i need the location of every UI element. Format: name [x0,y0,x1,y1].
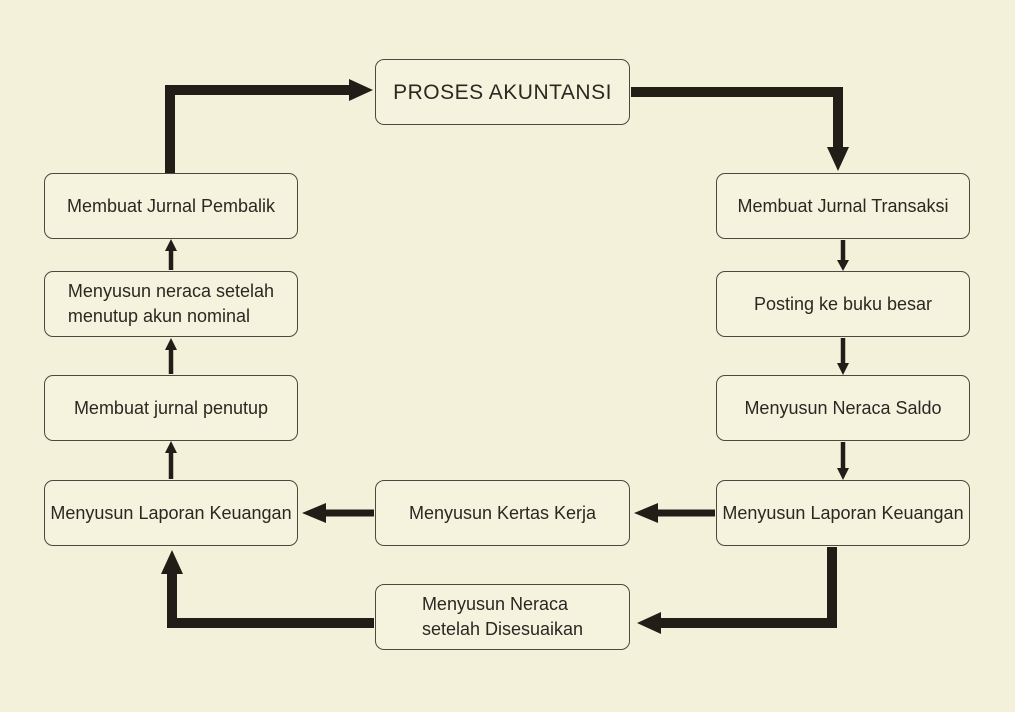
node-label: PROSES AKUNTANSI [393,80,612,104]
node-menyusun-neraca-setelah-disesuaikan: Menyusun Neraca setelah Disesuaikan [375,584,630,650]
node-membuat-jurnal-transaksi: Membuat Jurnal Transaksi [716,173,970,239]
node-menyusun-laporan-keuangan-left: Menyusun Laporan Keuangan [44,480,298,546]
node-label: Menyusun Laporan Keuangan [722,502,964,523]
node-label: Menyusun neraca setelah menutup akun nom… [67,281,275,326]
node-label: Posting ke buku besar [753,293,933,314]
arrow-laporan-right-to-kertas-kerja [634,503,715,523]
arrow-laporan-left-to-penutup [165,441,177,479]
arrow-pembalik-to-proses [165,79,373,174]
arrow-neraca-menutup-to-pembalik [165,239,177,270]
node-label: Menyusun Laporan Keuangan [50,502,292,523]
node-menyusun-kertas-kerja: Menyusun Kertas Kerja [375,480,630,546]
node-label: Membuat Jurnal Pembalik [66,195,276,216]
node-menyusun-laporan-keuangan-right: Menyusun Laporan Keuangan [716,480,970,546]
arrow-laporan-right-to-disesuaikan [637,547,837,634]
node-posting-ke-buku-besar: Posting ke buku besar [716,271,970,337]
arrow-kertas-kerja-to-laporan-left [302,503,374,523]
node-label: Menyusun Neraca Saldo [744,397,942,418]
arrow-proses-to-jurnal-transaksi [631,87,849,171]
arrow-neraca-saldo-to-laporan-right [837,442,849,480]
node-proses-akuntansi: PROSES AKUNTANSI [375,59,630,125]
node-menyusun-neraca-setelah-menutup-akun-nominal: Menyusun neraca setelah menutup akun nom… [44,271,298,337]
arrow-jurnal-transaksi-to-posting [837,240,849,271]
node-label: Membuat jurnal penutup [73,397,269,418]
node-label: Menyusun Kertas Kerja [408,502,597,523]
node-membuat-jurnal-pembalik: Membuat Jurnal Pembalik [44,173,298,239]
arrow-disesuaikan-to-laporan-left [161,550,374,628]
arrow-posting-to-neraca-saldo [837,338,849,375]
arrow-penutup-to-neraca-menutup [165,338,177,374]
node-label: Menyusun Neraca setelah Disesuaikan [421,594,584,639]
node-label: Membuat Jurnal Transaksi [737,195,949,216]
node-membuat-jurnal-penutup: Membuat jurnal penutup [44,375,298,441]
node-menyusun-neraca-saldo: Menyusun Neraca Saldo [716,375,970,441]
